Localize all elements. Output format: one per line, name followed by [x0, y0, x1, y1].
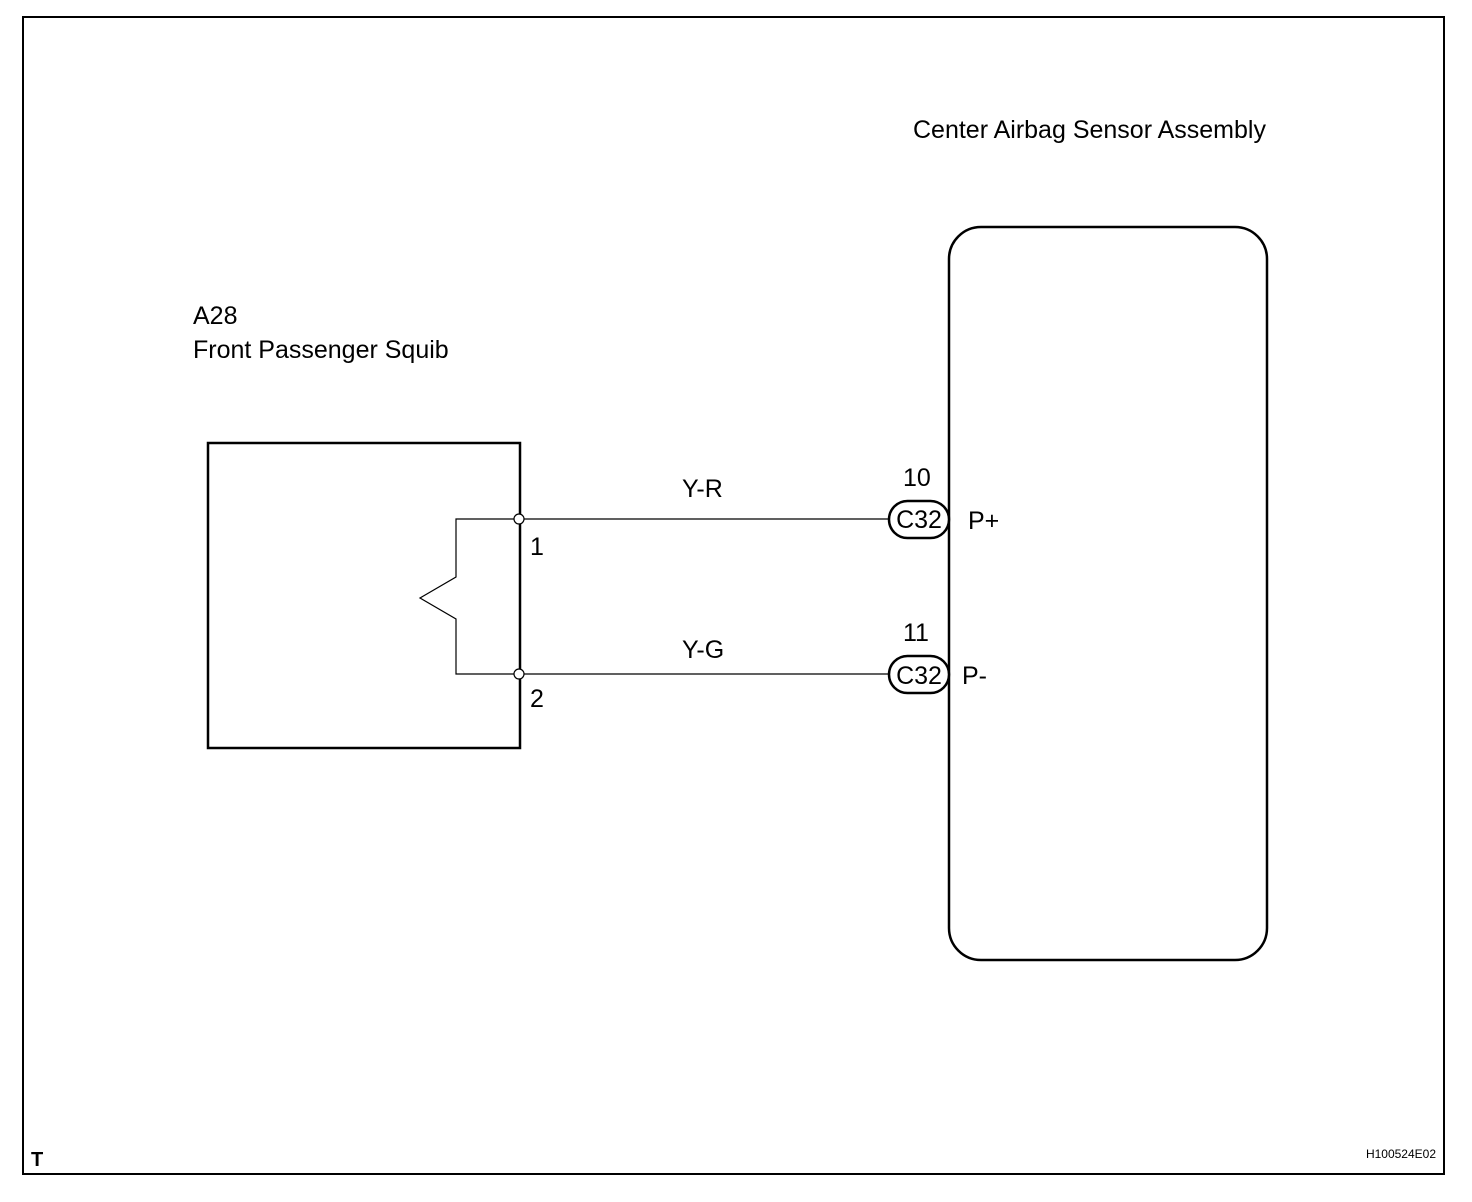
- connector-pin-number-2: 11: [903, 619, 929, 647]
- terminal-name-p-minus: P-: [962, 662, 987, 690]
- sensor-assembly-box: [947, 225, 1269, 962]
- terminal-name-p-plus: P+: [968, 507, 999, 535]
- connector-c32-label-2: C32: [896, 662, 942, 690]
- wire-color-label-2: Y-G: [682, 636, 724, 664]
- squib-pin-1-label: 1: [530, 533, 544, 561]
- connector-c32-label-1: C32: [896, 506, 942, 534]
- squib-pin-2-terminal: [513, 668, 525, 680]
- wire-color-label-1: Y-R: [682, 475, 723, 503]
- squib-name: Front Passenger Squib: [193, 336, 449, 364]
- squib-box: [206, 441, 522, 750]
- squib-code: A28: [193, 302, 237, 330]
- figure-code: H100524E02: [1366, 1147, 1436, 1161]
- sensor-title: Center Airbag Sensor Assembly: [913, 116, 1266, 144]
- footer-left-mark: T: [31, 1149, 43, 1171]
- squib-pin-1-terminal: [513, 513, 525, 525]
- squib-element: [418, 518, 519, 675]
- squib-pin-2-label: 2: [530, 685, 544, 713]
- connector-pin-number-1: 10: [903, 464, 931, 492]
- diagram-frame: [22, 16, 1445, 1175]
- connector-c32-oval-1: [887, 499, 951, 540]
- connector-c32-oval-2: [887, 654, 951, 695]
